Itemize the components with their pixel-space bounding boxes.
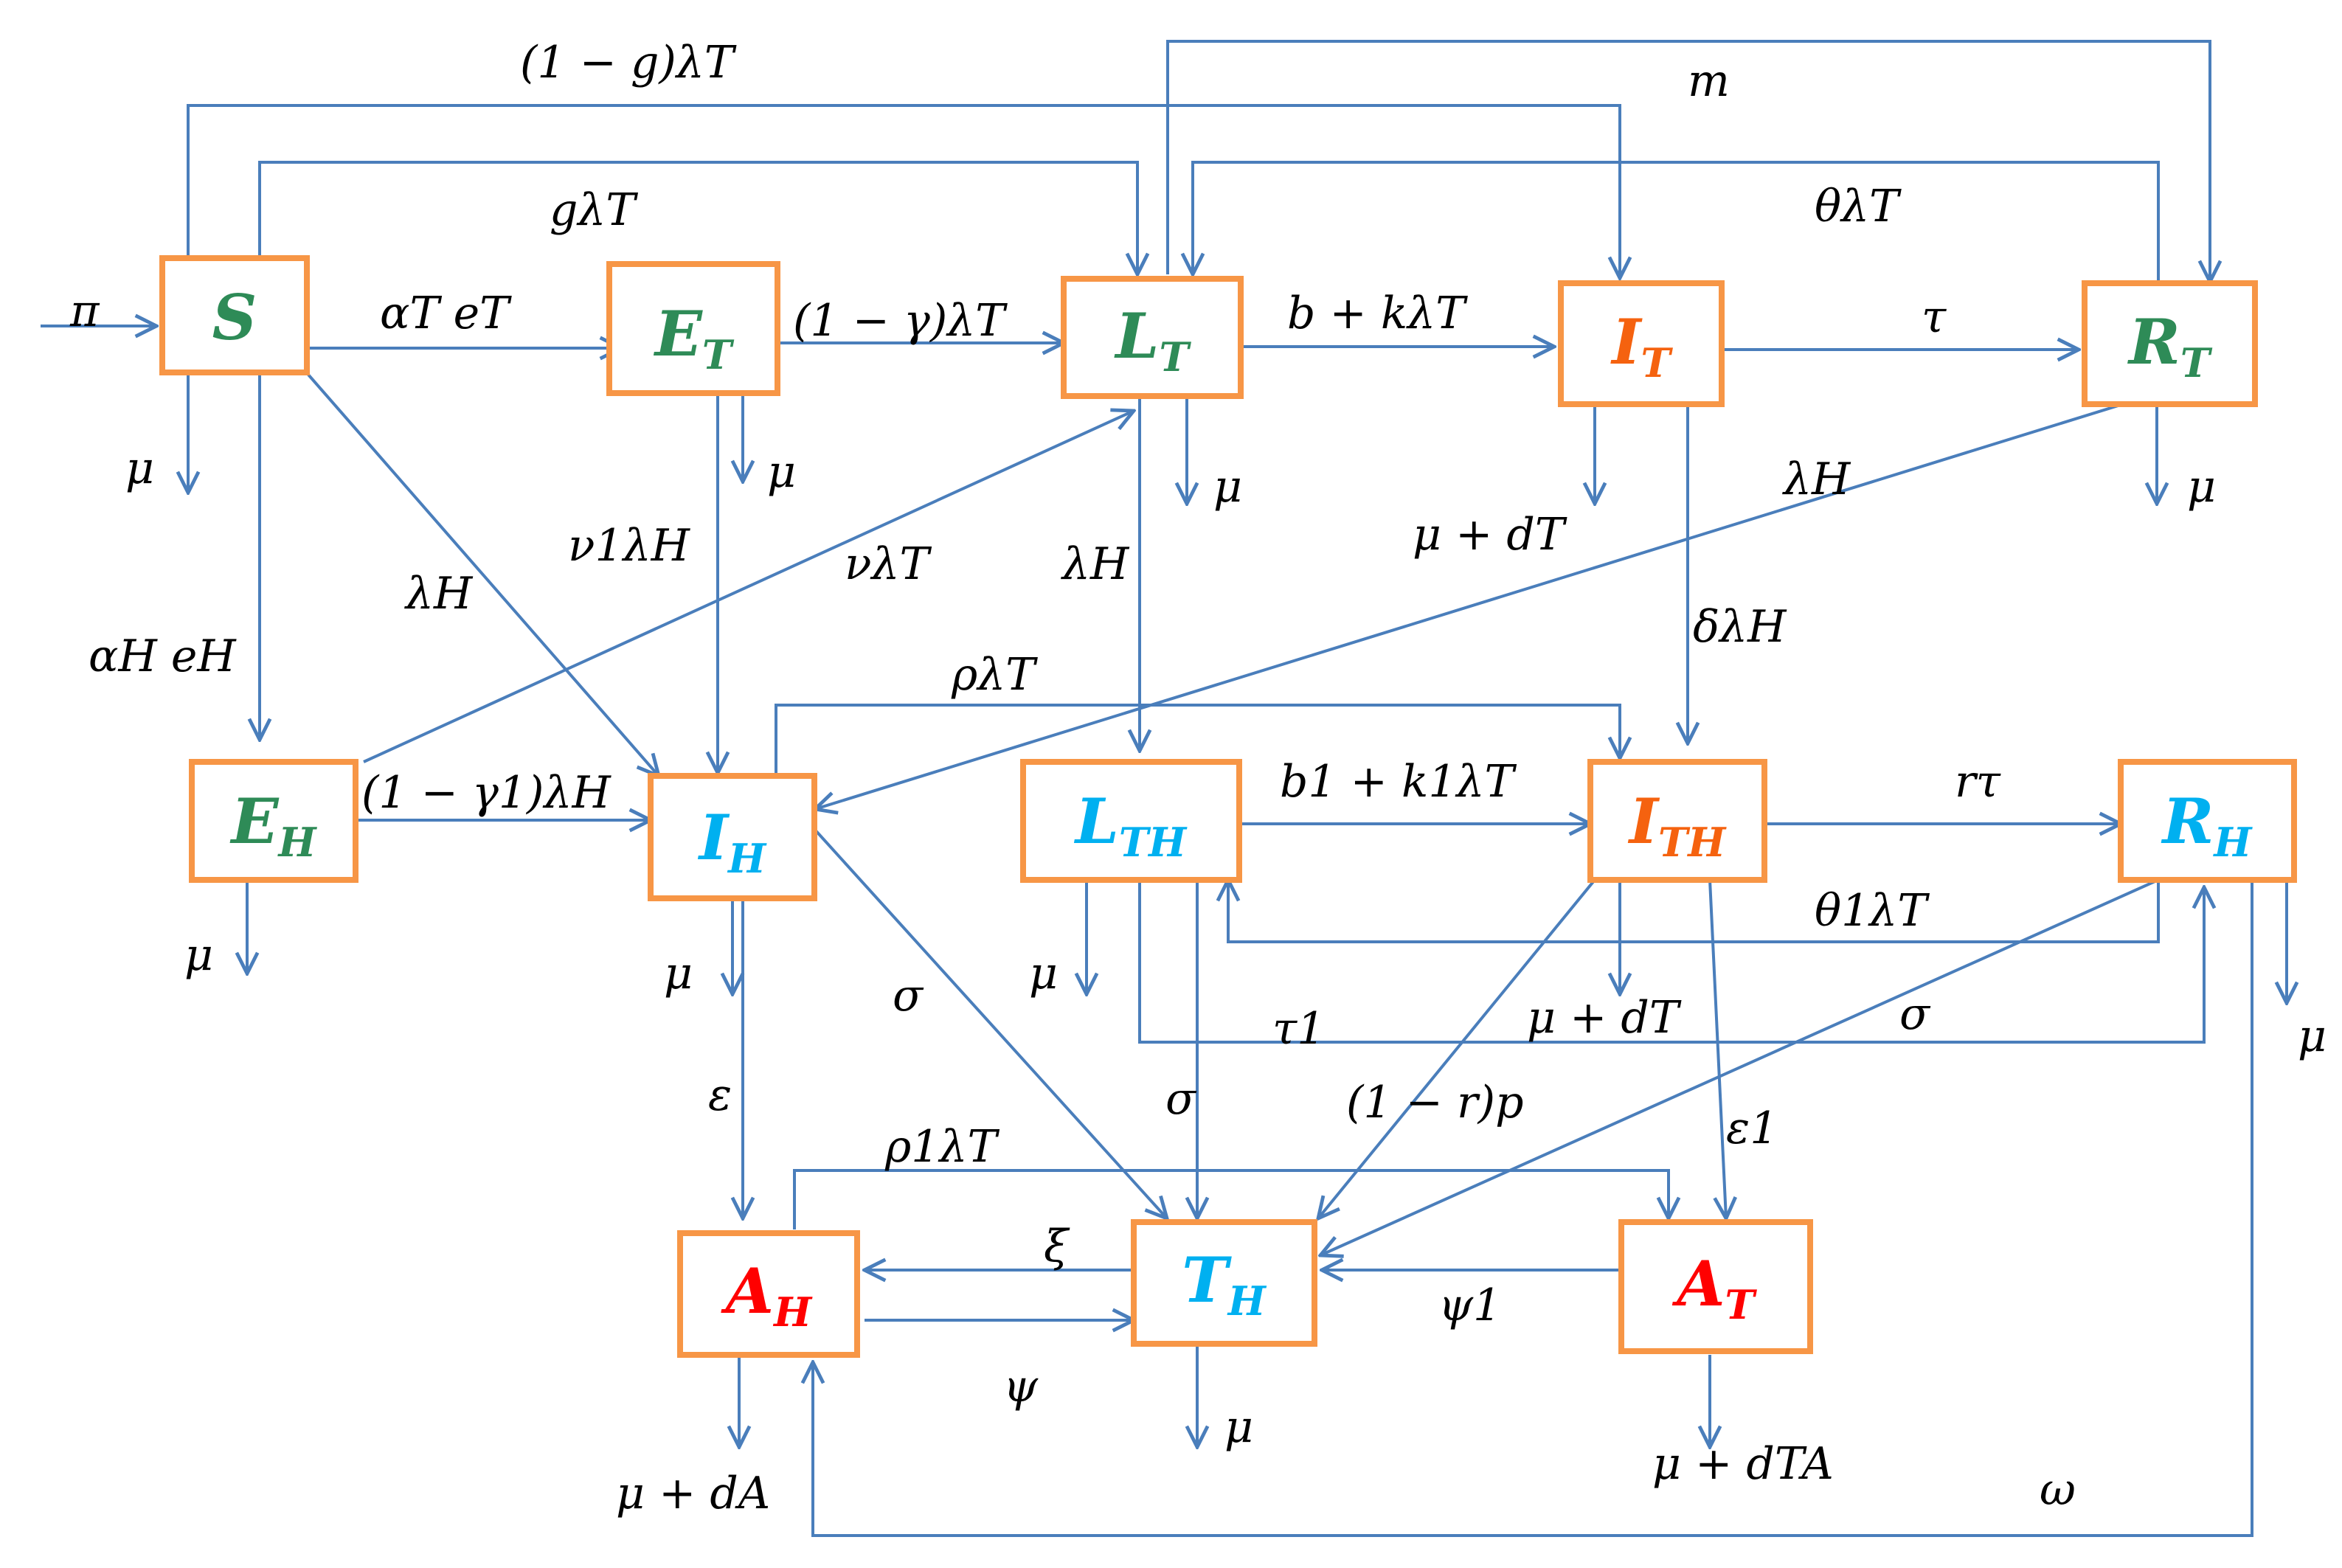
label-epsilon: ε bbox=[708, 1069, 732, 1121]
label-lambda-h-rt: λH bbox=[1782, 454, 1851, 505]
arrow-ih-to-th bbox=[805, 819, 1167, 1218]
label-mu-lth: μ bbox=[1029, 948, 1058, 999]
label-mu-dt-ith: μ + dT bbox=[1527, 992, 1682, 1044]
arrow-rt-to-lt bbox=[1193, 161, 2160, 282]
label-tau1: τ1 bbox=[1272, 1003, 1325, 1055]
label-omega: ω bbox=[2040, 1464, 2076, 1516]
box-rh: RH bbox=[2118, 759, 2297, 883]
label-mu-da: μ + dA bbox=[616, 1468, 770, 1519]
arrow-ith-to-th bbox=[1318, 878, 1596, 1218]
box-th: TH bbox=[1131, 1219, 1317, 1347]
arrow-rt-to-ih bbox=[815, 403, 2124, 809]
svg-text:AT: AT bbox=[1671, 1247, 1757, 1328]
label-b1-k1-lambda-t: b1 + k1λT bbox=[1280, 756, 1517, 808]
label-mu-ih: μ bbox=[664, 948, 693, 999]
box-ah: AH bbox=[677, 1230, 860, 1358]
box-lth: LTH bbox=[1020, 759, 1242, 883]
arrows bbox=[41, 40, 2287, 1537]
label-one-minus-gamma1-lambda-h: (1 − γ1)λH bbox=[361, 767, 612, 819]
box-lt: LT bbox=[1061, 276, 1244, 399]
box-et: ET bbox=[606, 261, 780, 396]
label-mu-th: μ bbox=[1224, 1401, 1253, 1453]
label-nu-lambda-t: νλT bbox=[845, 538, 932, 590]
arrow-s-to-lt bbox=[258, 161, 1137, 274]
label-pi: π bbox=[69, 285, 100, 337]
svg-text:LTH: LTH bbox=[1074, 785, 1188, 866]
svg-text:IT: IT bbox=[1610, 305, 1673, 386]
arrow-eh-to-lt bbox=[363, 411, 1134, 763]
arrow-rh-to-th bbox=[1320, 878, 2159, 1255]
label-sigma-lth: σ bbox=[1165, 1073, 1197, 1125]
box-rt: RT bbox=[2082, 280, 2258, 407]
label-theta1-lambda-t: θ1λT bbox=[1815, 885, 1930, 937]
label-sigma-ih: σ bbox=[893, 970, 924, 1021]
label-m: m bbox=[1688, 55, 1730, 107]
label-psi1: ψ1 bbox=[1438, 1280, 1501, 1331]
label-mu-rt: μ bbox=[2187, 461, 2216, 513]
label-nu1-lambda-h: ν1λH bbox=[568, 520, 691, 572]
label-mu-dta: μ + dTA bbox=[1652, 1438, 1834, 1490]
label-epsilon1: ε1 bbox=[1726, 1103, 1778, 1154]
arrow-lth-to-rh bbox=[1138, 880, 2204, 1044]
arrow-lt-to-rt bbox=[1166, 40, 2210, 282]
label-one-minus-r-p: (1 − r)p bbox=[1346, 1077, 1524, 1128]
label-mu-s: μ bbox=[125, 443, 154, 494]
svg-text:EH: EH bbox=[229, 785, 317, 866]
rate-labels: π (1 − g)λT m gλT θλT αT eT (1 − γ)λT b … bbox=[69, 37, 2327, 1519]
box-ih: IH bbox=[648, 773, 817, 901]
label-one-minus-gamma-lambda-t: (1 − γ)λT bbox=[793, 295, 1008, 347]
arrow-rh-to-lth bbox=[1228, 880, 2160, 943]
label-one-minus-g-lambda-t: (1 − g)λT bbox=[520, 37, 737, 89]
svg-text:ET: ET bbox=[654, 297, 735, 378]
label-lambda-h-s: λH bbox=[404, 568, 474, 620]
compartment-boxes: S ET LT IT RT EH IH bbox=[159, 255, 2297, 1358]
label-mu-dt-it: μ + dT bbox=[1413, 509, 1567, 561]
box-it: IT bbox=[1558, 280, 1725, 407]
arrow-s-to-ih bbox=[307, 373, 659, 776]
label-r-tau: rτ bbox=[1955, 756, 2001, 808]
svg-text:TH: TH bbox=[1182, 1243, 1267, 1325]
label-mu-eh: μ bbox=[184, 929, 213, 981]
label-theta-lambda-t: θλT bbox=[1815, 181, 1902, 232]
svg-text:S: S bbox=[212, 281, 257, 354]
svg-text:RH: RH bbox=[2161, 785, 2253, 866]
arrow-s-to-it bbox=[187, 104, 1620, 278]
label-mu-lt: μ bbox=[1213, 461, 1242, 513]
label-rho1-lambda-t: ρ1λT bbox=[884, 1121, 999, 1173]
box-eh: EH bbox=[189, 759, 358, 883]
svg-text:AH: AH bbox=[721, 1255, 813, 1336]
label-sigma-rh: σ bbox=[1899, 988, 1931, 1040]
label-mu-rh: μ bbox=[2298, 1010, 2327, 1062]
label-tau: τ bbox=[1922, 291, 1947, 343]
label-xi: ξ bbox=[1044, 1221, 1070, 1272]
label-g-lambda-t: gλT bbox=[550, 184, 638, 236]
label-b-plus-k-lambda-t: b + kλT bbox=[1287, 288, 1468, 339]
box-s: S bbox=[159, 255, 310, 375]
label-lambda-h-lt: λH bbox=[1061, 538, 1130, 590]
arrow-ah-to-at bbox=[793, 1169, 1669, 1229]
label-alpha-h-e-h: αH eH bbox=[89, 631, 237, 682]
arrow-rh-to-ah bbox=[813, 880, 2253, 1537]
svg-text:IH: IH bbox=[698, 801, 767, 882]
arrow-ith-to-at bbox=[1708, 879, 1726, 1218]
svg-text:LT: LT bbox=[1114, 299, 1191, 381]
label-alpha-t-e-t: αT eT bbox=[380, 288, 512, 339]
svg-text:RT: RT bbox=[2127, 305, 2213, 386]
label-psi: ψ bbox=[1003, 1361, 1039, 1412]
arrow-ih-to-ith bbox=[775, 704, 1620, 776]
svg-text:ITH: ITH bbox=[1628, 785, 1727, 866]
label-mu-et: μ bbox=[767, 446, 796, 498]
label-rho-lambda-t: ρλT bbox=[951, 649, 1038, 701]
label-delta-lambda-h: δλH bbox=[1693, 601, 1787, 653]
box-at: AT bbox=[1618, 1219, 1813, 1354]
box-ith: ITH bbox=[1587, 759, 1767, 883]
